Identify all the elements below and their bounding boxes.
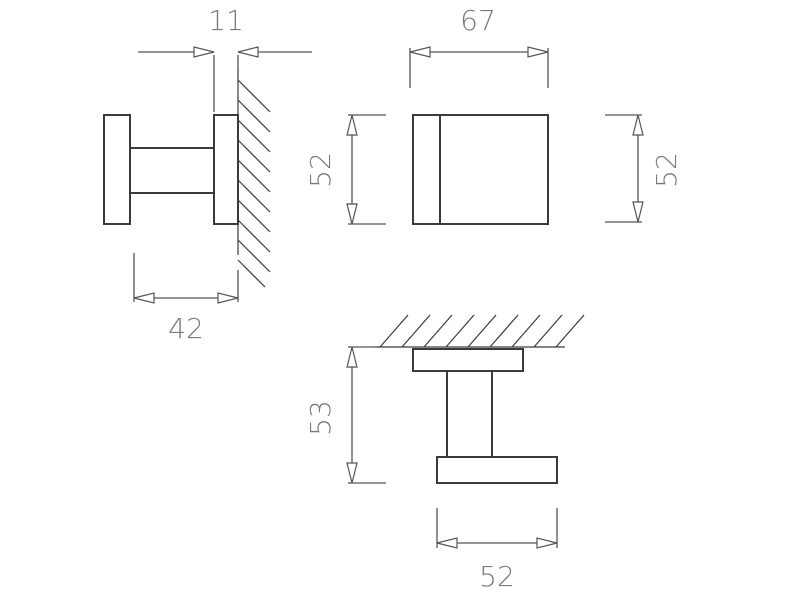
front-view-plate [412,114,549,225]
dimension-label-52-left: 52 [304,152,337,188]
dimension-front-height-right: 52 [605,114,683,223]
dimension-bottom-width: 52 [436,508,558,593]
bottom-view-base [412,348,524,372]
dimension-label-11: 11 [208,4,244,37]
bottom-view-cap [436,456,558,484]
dimension-bottom-projection: 53 [304,346,386,484]
dimension-front-height-left: 52 [304,114,386,225]
dimension-front-width: 67 [409,4,549,88]
dimension-label-67: 67 [460,4,496,37]
dimension-label-52-bottom: 52 [479,560,515,593]
side-view-wall-hatching [237,68,271,288]
side-view-stem [129,147,215,194]
dimension-side-depth: 42 [133,253,239,345]
dimension-label-53: 53 [304,400,337,436]
side-view-base [213,114,239,225]
bottom-view-wall-hatching [375,314,585,348]
bottom-view-stem [446,370,493,458]
side-view-cap [103,114,131,225]
dimension-label-52-right: 52 [650,152,683,188]
bottom-view: 53 52 [304,314,585,593]
front-view: 67 52 52 [304,4,683,225]
dimension-label-42: 42 [168,312,204,345]
dimension-side-wall-gap: 11 [138,4,312,112]
side-view: 11 42 [103,4,312,345]
